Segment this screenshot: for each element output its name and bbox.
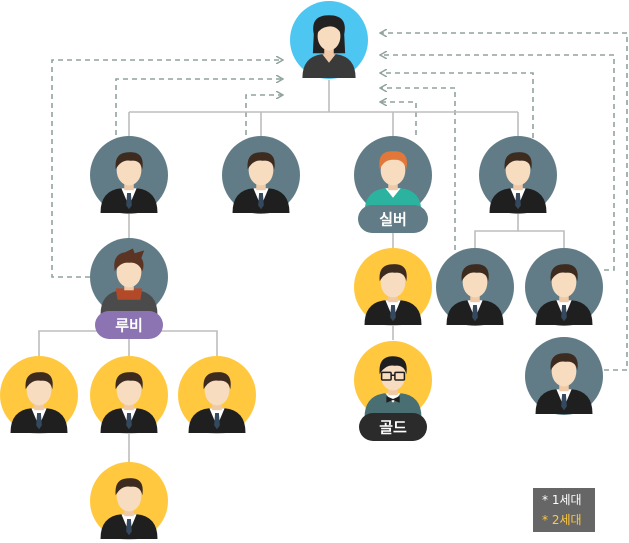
- node-child-2[interactable]: [222, 136, 300, 214]
- dashed-link-silver: [381, 102, 417, 135]
- node-root[interactable]: [290, 1, 368, 79]
- dashed-link-child2: [245, 95, 282, 135]
- dashed-link-gen3: [381, 33, 628, 371]
- dashed-link-child1: [115, 79, 282, 135]
- dashed-links: [51, 33, 628, 371]
- node-gold[interactable]: [354, 341, 432, 419]
- silver-badge: 실버: [358, 205, 428, 233]
- node-ruby[interactable]: [90, 238, 168, 316]
- node-child-4[interactable]: [479, 136, 557, 214]
- node-gen2-b[interactable]: [525, 248, 603, 326]
- ruby-label: 루비: [115, 317, 143, 335]
- node-ruby-child-2[interactable]: [90, 356, 168, 434]
- node-child-1[interactable]: [90, 136, 168, 214]
- gold-badge: 골드: [359, 413, 427, 441]
- node-gen3[interactable]: [525, 337, 603, 415]
- tree-lines: [38, 80, 565, 462]
- node-ruby-grandchild[interactable]: [90, 462, 168, 540]
- node-silver-child[interactable]: [354, 248, 432, 326]
- silver-label: 실버: [379, 211, 407, 229]
- legend-first-gen: * 1세대: [542, 493, 582, 507]
- gold-label: 골드: [379, 419, 407, 437]
- dashed-link-gen2a: [381, 88, 456, 250]
- legend: * 1세대 * 2세대: [533, 488, 595, 532]
- ruby-badge: 루비: [95, 311, 163, 339]
- dashed-link-gen2b: [381, 55, 615, 271]
- dashed-link-child4: [381, 73, 534, 138]
- node-silver[interactable]: [354, 136, 432, 214]
- dashed-link-ruby: [51, 60, 282, 278]
- node-ruby-child-1[interactable]: [0, 356, 78, 434]
- node-ruby-child-3[interactable]: [178, 356, 256, 434]
- legend-second-gen: * 2세대: [542, 513, 582, 527]
- node-gen2-a[interactable]: [436, 248, 514, 326]
